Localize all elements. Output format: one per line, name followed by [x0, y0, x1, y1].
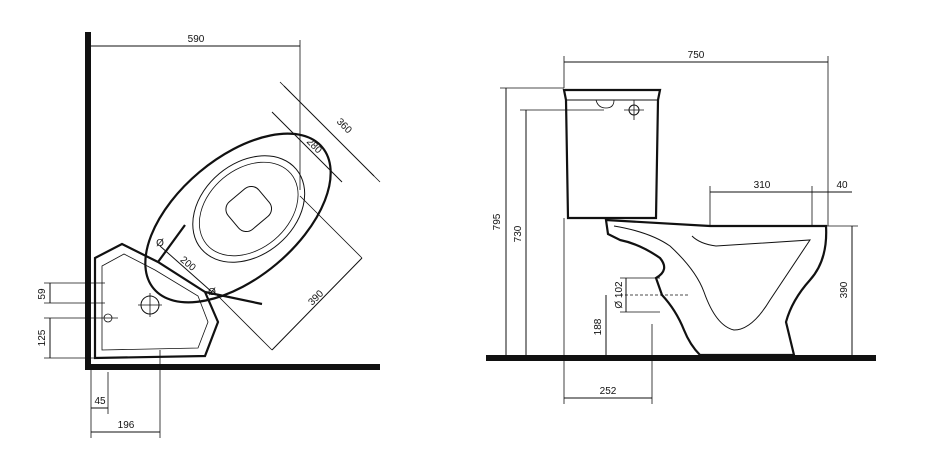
plan-view: 590 360 280 390 200 Ø Ø 59 125 45: [37, 32, 381, 438]
plan-dim-45-label: 45: [94, 396, 106, 407]
plan-dim-590-label: 590: [188, 34, 205, 45]
side-dim-310-label: 310: [754, 180, 771, 191]
side-dim-795-label: 795: [492, 213, 503, 230]
plan-dim-200-line: [159, 245, 213, 293]
plan-dim-59-label: 59: [37, 288, 48, 300]
plan-dim-360-label: 360: [334, 116, 354, 136]
side-dim-730-label: 730: [513, 225, 524, 242]
plan-dim-196-label: 196: [118, 420, 135, 431]
plan-dim-125-label: 125: [37, 329, 48, 346]
plan-dim-390-line: [271, 257, 363, 351]
side-dim-390-label: 390: [839, 281, 850, 298]
side-dim-40-label: 40: [836, 180, 848, 191]
plan-dim-200-label: 200: [178, 255, 198, 274]
plan-diameter-mark-2: Ø: [208, 287, 216, 298]
side-floor: [486, 355, 876, 361]
side-view: 750 795 730 310 40 390 Ø 102 188 25: [486, 50, 876, 404]
side-dim-102-label: Ø 102: [614, 281, 625, 309]
plan-bowl: [144, 132, 332, 304]
plan-tank-inner: [101, 253, 209, 351]
side-dim-252-label: 252: [600, 386, 617, 397]
plan-bowl-neck: [157, 224, 263, 306]
side-tank: [562, 88, 662, 220]
plan-dim-390-label: 390: [306, 288, 326, 308]
plan-dim-280-label: 280: [304, 136, 324, 156]
plan-dim-360-line: [283, 85, 375, 177]
plan-dim-280-line: [271, 111, 343, 183]
plan-wall-left: [85, 32, 91, 370]
side-dim-750-label: 750: [688, 50, 705, 61]
plan-wall-floor: [85, 364, 380, 370]
plan-diameter-mark: Ø: [156, 238, 164, 249]
side-dim-188-label: 188: [593, 318, 604, 335]
side-bowl: [604, 218, 828, 357]
plan-tank: [93, 242, 220, 360]
